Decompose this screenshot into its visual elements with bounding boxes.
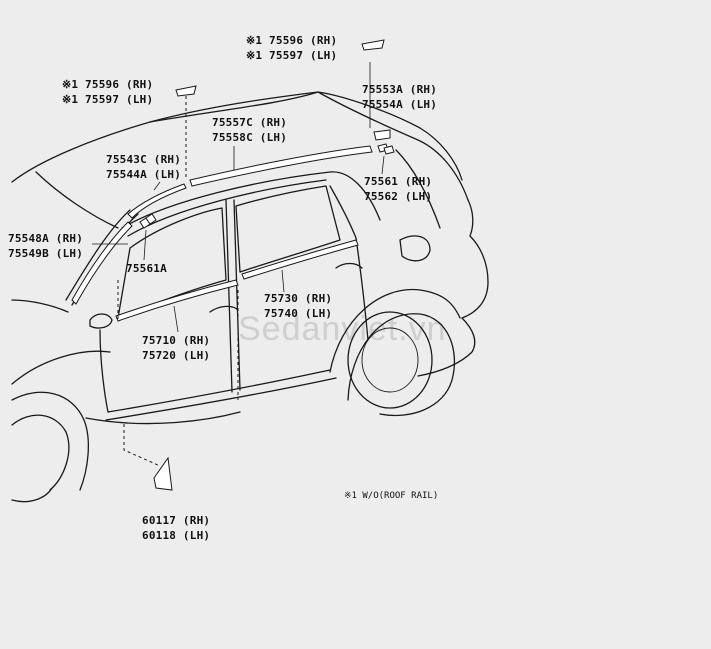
label-roof-rh: 75553A (RH) — [362, 83, 437, 96]
car-body — [11, 91, 489, 503]
footnote: ※1 W/O(ROOF RAIL) — [344, 491, 438, 501]
front-belt-molding-part — [115, 279, 239, 322]
roof-clip-top-part — [361, 39, 385, 51]
roof-molding-part — [189, 145, 373, 187]
label-front-rh: 75710 (RH) — [142, 334, 210, 347]
label-clip-a: 75561A — [126, 262, 167, 275]
roof-clip-left-part — [175, 85, 197, 97]
label-front-lh: 75720 (LH) — [142, 349, 210, 362]
label-rear-rh: 75730 (RH) — [264, 292, 332, 305]
label-roof-lh: 75554A (LH) — [362, 98, 437, 111]
label-wind-lh: 75549B (LH) — [8, 247, 83, 260]
label-left-rh: ※1 75596 (RH) — [62, 78, 153, 91]
label-flap-rh: 60117 (RH) — [142, 514, 210, 527]
roof-end-clip-part — [373, 129, 395, 155]
windshield-molding-part — [71, 221, 133, 305]
label-left-lh: ※1 75597 (LH) — [62, 93, 153, 106]
rear-belt-molding-part — [241, 239, 359, 280]
mudflap-part — [153, 456, 173, 491]
pillar-molding-part — [127, 183, 187, 219]
label-wind-rh: 75548A (RH) — [8, 232, 83, 245]
watermark: Sedanviet.vn — [238, 310, 447, 348]
label-pillar-lh: 75544A (LH) — [106, 168, 181, 181]
label-flap-lh: 60118 (LH) — [142, 529, 210, 542]
pillar-clip-part — [139, 213, 157, 229]
label-pillar-rh: 75543C (RH) — [106, 153, 181, 166]
label-clip-rh: 75561 (RH) — [364, 175, 432, 188]
label-mold-rh: 75557C (RH) — [212, 116, 287, 129]
label-rear-lh: 75740 (LH) — [264, 307, 332, 320]
part-labels: ※1 75596 (RH) ※1 75597 (LH) ※1 75596 (RH… — [8, 34, 438, 542]
label-clip-lh: 75562 (LH) — [364, 190, 432, 203]
label-mold-lh: 75558C (LH) — [212, 131, 287, 144]
leader-lines — [92, 62, 385, 467]
label-top-lh: ※1 75597 (LH) — [246, 49, 337, 62]
label-top-rh: ※1 75596 (RH) — [246, 34, 337, 47]
